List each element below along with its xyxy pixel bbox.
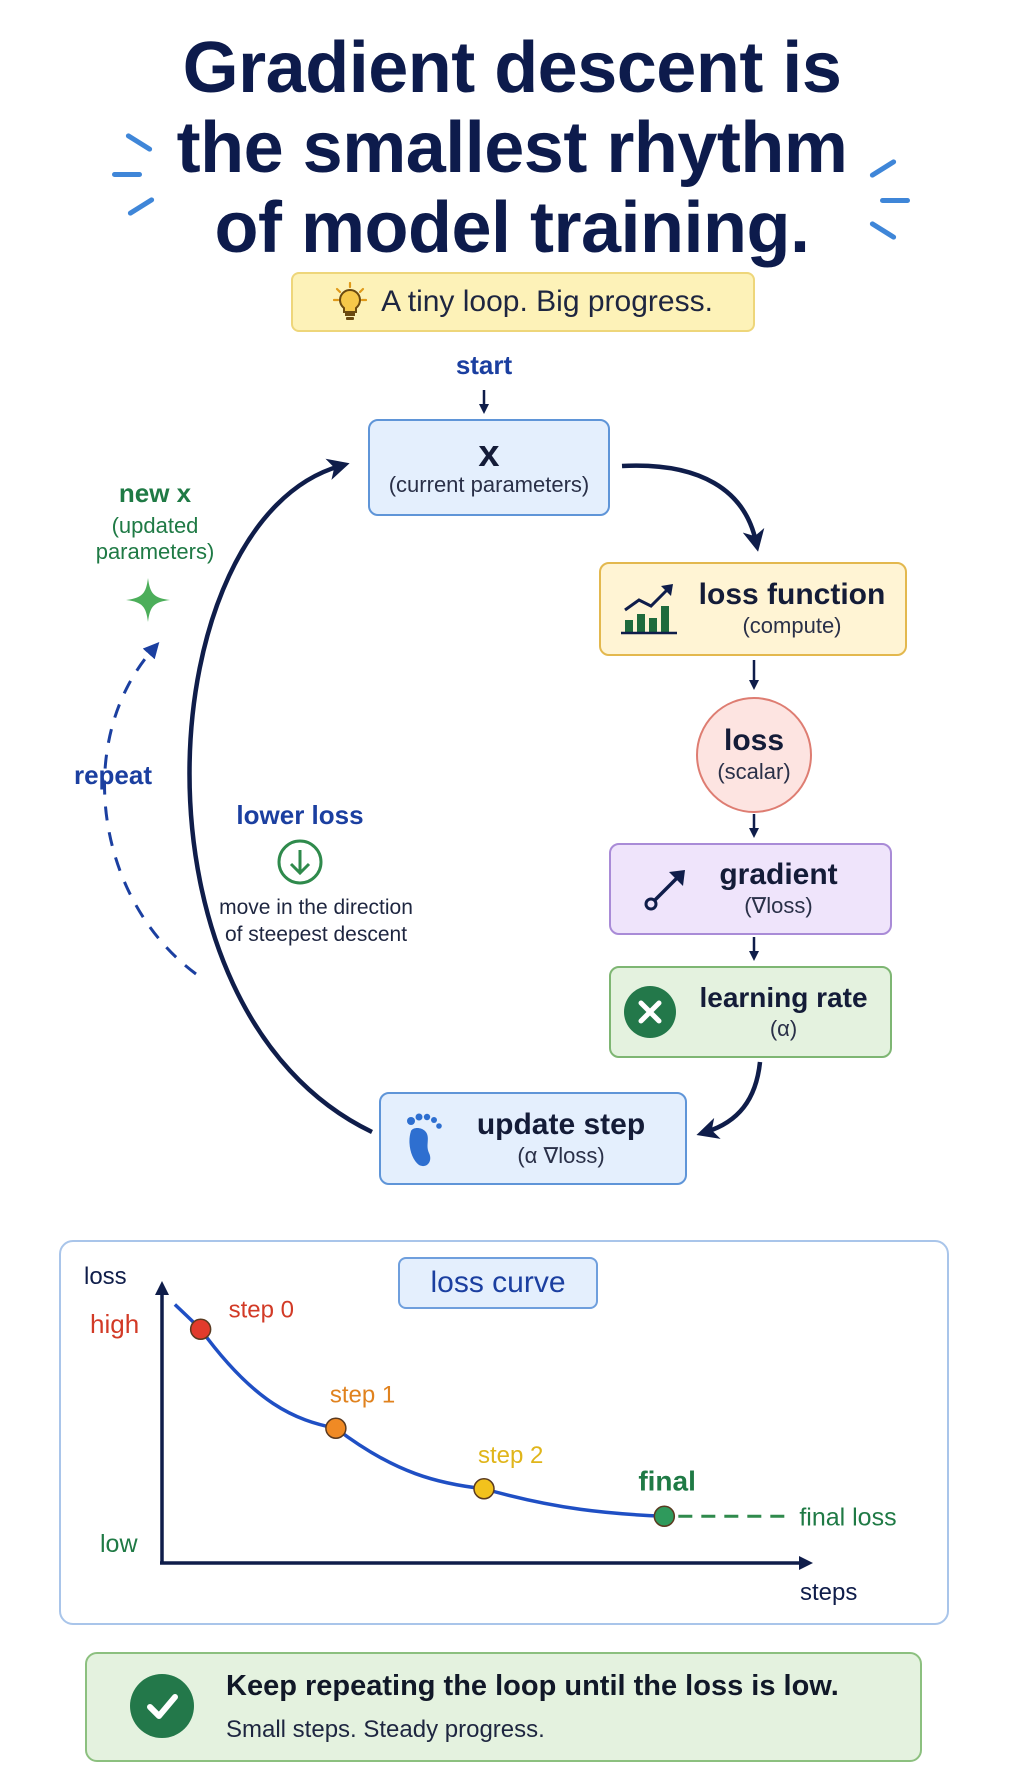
learning-rate-title: learning rate bbox=[699, 982, 868, 1013]
arrow-lr-update bbox=[696, 1061, 763, 1139]
sparkle-icon bbox=[126, 578, 170, 622]
loss-curve-chart: step 0 step 1 step 2 final loss high low st… bbox=[84, 1263, 897, 1606]
loss-node: loss (scalar) bbox=[696, 697, 812, 813]
spark-mark bbox=[880, 198, 910, 203]
lower-loss-desc: move in the direction of steepest descen… bbox=[196, 894, 436, 948]
chart-title: loss curve bbox=[398, 1257, 598, 1309]
page-title: Gradient descent is the smallest rhythm … bbox=[112, 28, 912, 268]
lower-loss-line-1: move in the direction bbox=[219, 896, 413, 919]
chart-point-label: step 0 bbox=[229, 1296, 294, 1323]
chart-point-label: step 2 bbox=[478, 1442, 543, 1469]
chart-point bbox=[653, 1505, 676, 1527]
new-x-sub-2: parameters) bbox=[95, 539, 215, 564]
current-parameters-node: x (current parameters) bbox=[368, 419, 610, 516]
arrow-x-lossfn bbox=[621, 463, 765, 552]
down-arrow-circle-icon bbox=[277, 839, 323, 885]
loss-function-title: loss function bbox=[698, 578, 886, 611]
diagonal-arrow-icon bbox=[644, 870, 686, 911]
times-circle-icon bbox=[624, 986, 677, 1038]
loss-curve-line bbox=[173, 1303, 665, 1518]
x-title: x bbox=[478, 432, 500, 475]
spark-mark bbox=[112, 172, 142, 177]
loss-function-sub: (compute) bbox=[742, 613, 842, 638]
chart-point-label: step 1 bbox=[330, 1381, 395, 1408]
x-axis-label: steps bbox=[800, 1579, 857, 1606]
gradient-sub: (∇loss) bbox=[744, 893, 813, 918]
arrow-update-x bbox=[187, 458, 373, 1135]
title-line-2: the smallest rhythm bbox=[176, 108, 848, 188]
x-sub: (current parameters) bbox=[388, 471, 590, 497]
update-step-node: update step (α ∇loss) bbox=[379, 1092, 687, 1185]
update-step-title: update step bbox=[476, 1107, 646, 1141]
loss-function-node: loss function (compute) bbox=[599, 562, 907, 656]
lightbulb-icon bbox=[333, 282, 368, 320]
chart-point-label: final bbox=[638, 1465, 696, 1496]
check-circle-icon bbox=[130, 1674, 194, 1738]
lower-loss-line-2: of steepest descent bbox=[224, 923, 408, 946]
arrow-repeat bbox=[103, 642, 197, 976]
learning-rate-sub: (α) bbox=[769, 1016, 798, 1041]
y-high-label: high bbox=[90, 1309, 139, 1339]
gradient-node: gradient (∇loss) bbox=[609, 843, 892, 935]
new-x-sub-1: (updated bbox=[111, 513, 199, 538]
y-low-label: low bbox=[100, 1530, 138, 1558]
bar-chart-trend-icon bbox=[620, 584, 677, 635]
loss-curve-panel bbox=[59, 1240, 949, 1625]
tagline-text: A tiny loop. Big progress. bbox=[381, 285, 713, 318]
footer-subtext: Small steps. Steady progress. bbox=[226, 1716, 545, 1743]
chart-point bbox=[325, 1417, 347, 1439]
footprint-icon bbox=[406, 1113, 442, 1166]
final-loss-label: final loss bbox=[799, 1503, 896, 1531]
gradient-title: gradient bbox=[719, 858, 838, 891]
start-label: start bbox=[455, 350, 513, 380]
lower-loss-title: lower loss bbox=[236, 800, 364, 830]
new-x-label: new x (updated parameters) bbox=[80, 478, 230, 565]
loss-title: loss bbox=[723, 724, 785, 757]
new-x-title: new x bbox=[118, 478, 192, 508]
repeat-label: repeat bbox=[73, 760, 153, 790]
title-line-3: of model training. bbox=[214, 188, 810, 268]
footer-message: Keep repeating the loop until the loss i… bbox=[226, 1670, 839, 1702]
chart-point bbox=[473, 1478, 495, 1500]
title-line-1: Gradient descent is bbox=[182, 28, 842, 108]
tagline-banner: A tiny loop. Big progress. bbox=[291, 272, 755, 332]
learning-rate-node: learning rate (α) bbox=[609, 966, 892, 1058]
y-axis-label: loss bbox=[84, 1263, 127, 1290]
flow-arrows bbox=[103, 390, 765, 1139]
loss-sub: (scalar) bbox=[717, 759, 791, 784]
footer-banner bbox=[85, 1652, 922, 1762]
chart-point bbox=[189, 1318, 212, 1340]
update-step-sub: (α ∇loss) bbox=[517, 1142, 605, 1168]
